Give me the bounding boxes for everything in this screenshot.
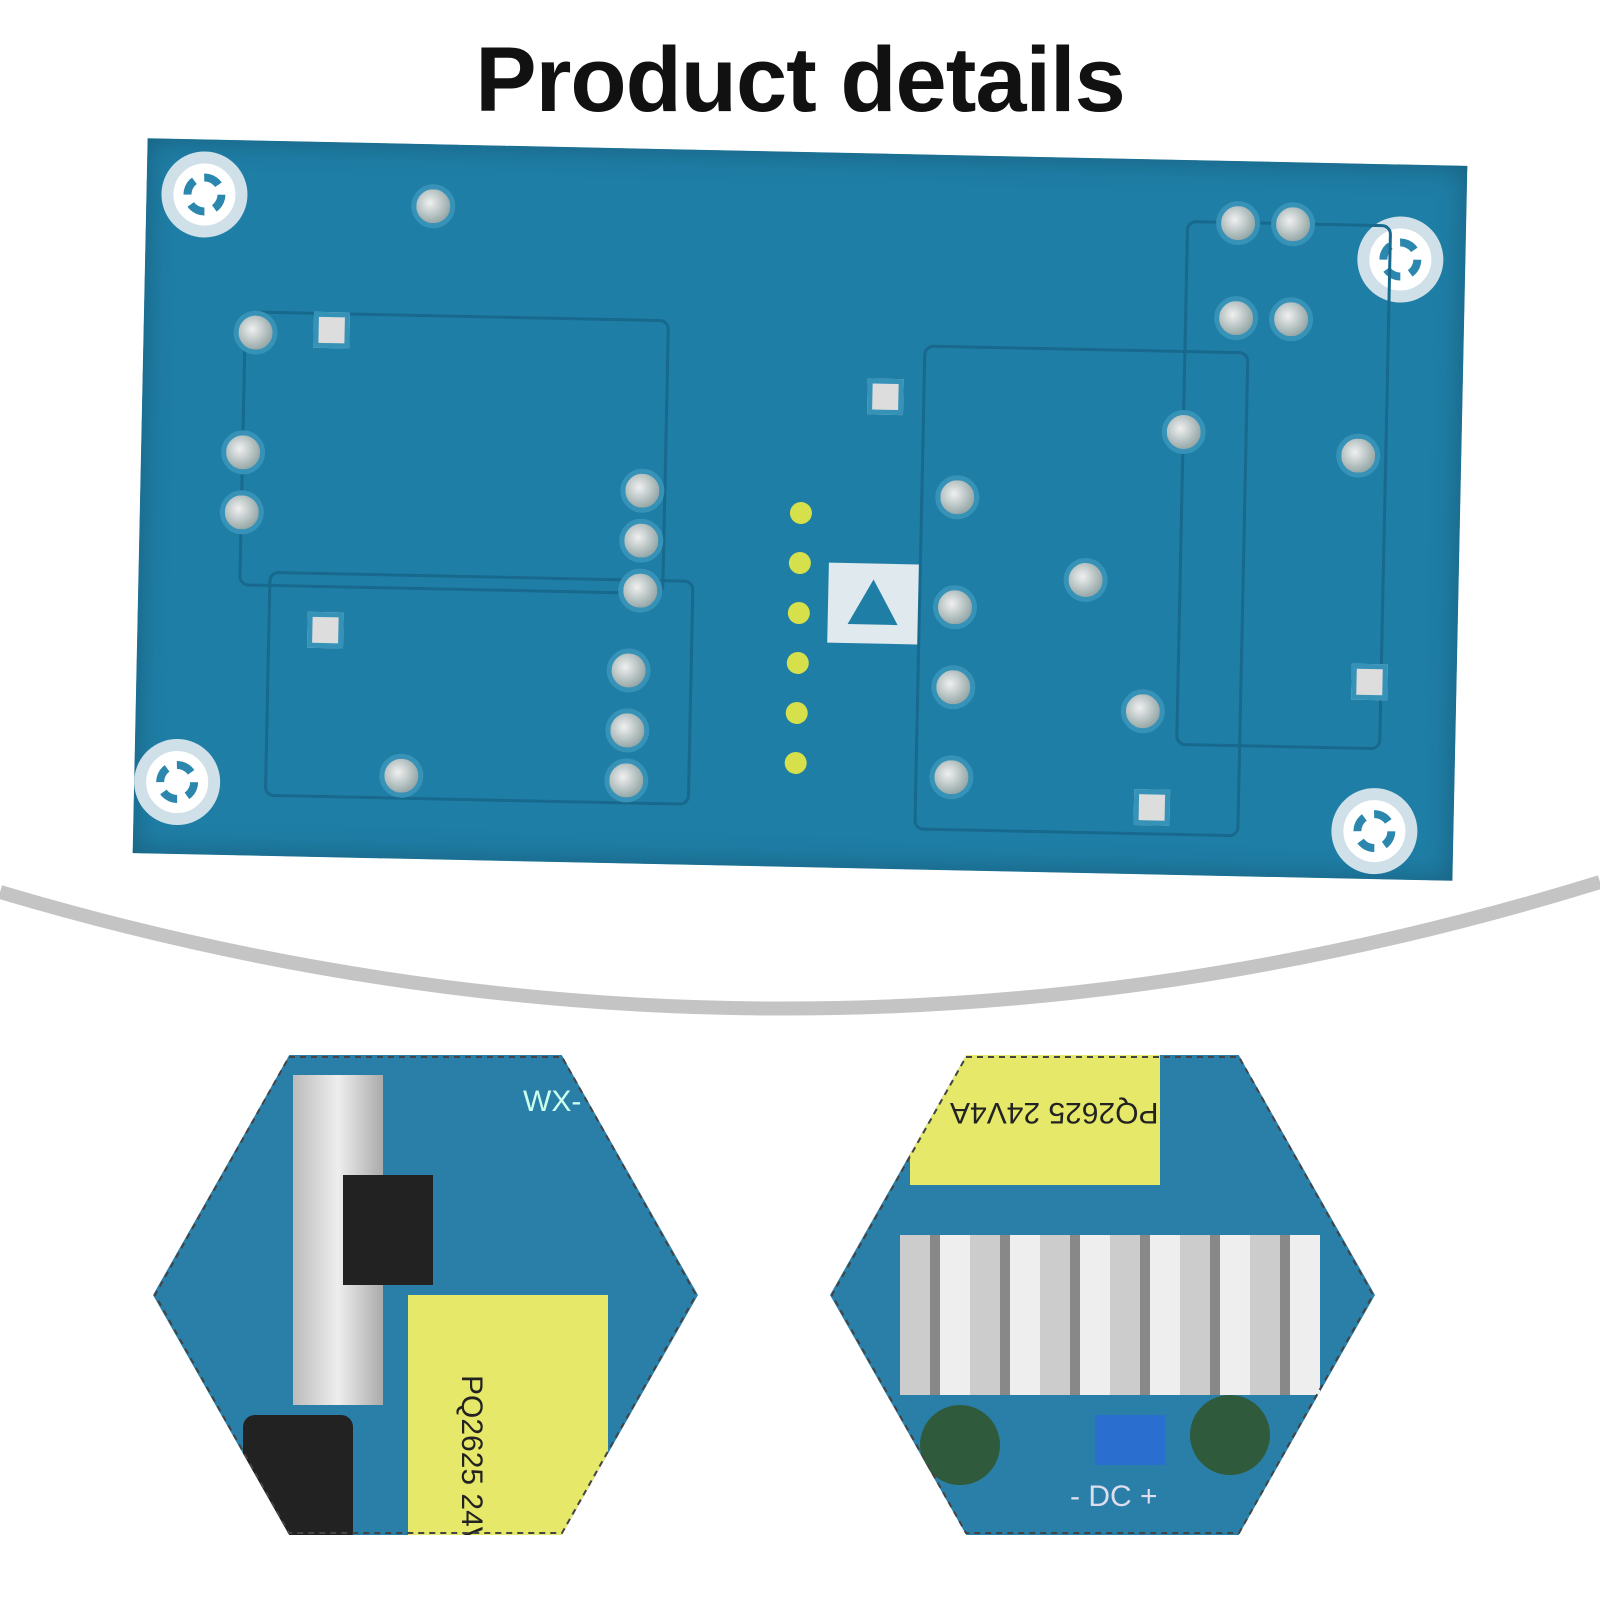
esd-warning-icon: [827, 562, 919, 645]
detail-view-left: PQ2625 24V4 WX-: [153, 1055, 698, 1535]
page-title: Product details: [475, 29, 1126, 131]
heatsink: [900, 1235, 1320, 1395]
mounting-hole: [133, 738, 222, 826]
test-point: [784, 751, 807, 775]
solder-pad: [410, 183, 456, 229]
mounting-hole: [160, 150, 249, 239]
trace: [238, 310, 670, 596]
test-point: [786, 651, 810, 675]
hexagon-frame: [830, 1056, 1375, 1534]
capacitor: [920, 1405, 1000, 1485]
square-pad: [313, 311, 351, 349]
hexagon-frame: [153, 1056, 698, 1534]
divider-arc: [0, 875, 1600, 1016]
test-point: [785, 701, 808, 725]
pcb-board-photo: [132, 138, 1468, 881]
capacitor: [1190, 1395, 1270, 1475]
square-pad: [306, 611, 344, 649]
transistor: [343, 1175, 433, 1285]
dc-terminal-block: [1095, 1415, 1165, 1465]
board-label: WX-: [523, 1085, 582, 1118]
square-pad: [1351, 663, 1388, 701]
test-point: [788, 551, 812, 575]
detail-view-right: PQ2625 24V4A - DC +: [830, 1055, 1375, 1535]
dc-label: - DC +: [1070, 1480, 1158, 1513]
test-point: [789, 501, 813, 525]
square-pad: [1133, 789, 1171, 826]
transformer: PQ2625 24V4: [408, 1295, 608, 1535]
test-point: [787, 601, 811, 625]
square-pad: [867, 378, 904, 416]
